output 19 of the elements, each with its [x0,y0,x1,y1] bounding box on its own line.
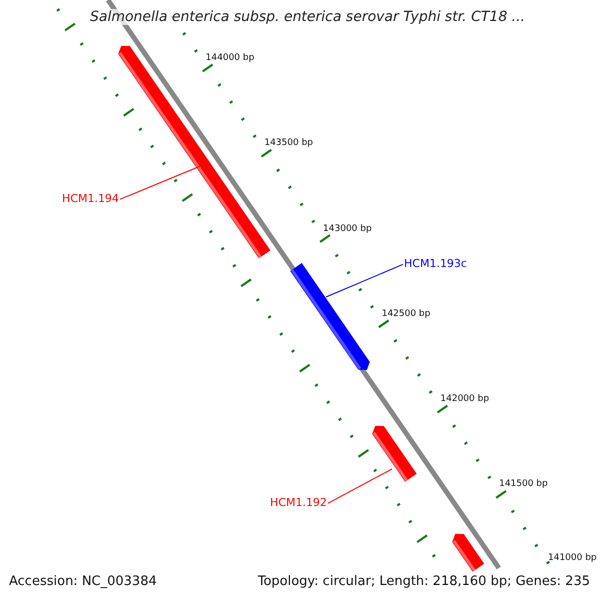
tick-label: 142500 bp [382,308,430,320]
accession-text: Accession: NC_003384 [9,575,157,590]
leader-line [326,264,404,298]
leader-line [119,164,204,200]
tick-label: 144000 bp [206,52,254,64]
tick-label: 143500 bp [264,138,314,149]
gene-label: HCM1.194 [62,193,119,206]
map-title: Salmonella enterica subsp. enterica serovar Typhi str. CT18 ... [90,9,526,26]
gene-label: HCM1.193c [404,258,467,271]
genome-summary-text: Topology: circular; Length: 218,160 bp; Genes: 235 [258,575,590,590]
gene-label: HCM1.192 [270,497,327,510]
leader-line [327,468,392,504]
gene-feature-bar [372,426,417,482]
tick-label: 141500 bp [499,479,548,490]
tick-label: 141000 bp [548,553,597,564]
tick-label: 143000 bp [323,224,372,234]
tick-label: 142000 bp [440,394,490,404]
gene-feature-bar [290,263,370,370]
gene-feature-bar [452,534,484,572]
